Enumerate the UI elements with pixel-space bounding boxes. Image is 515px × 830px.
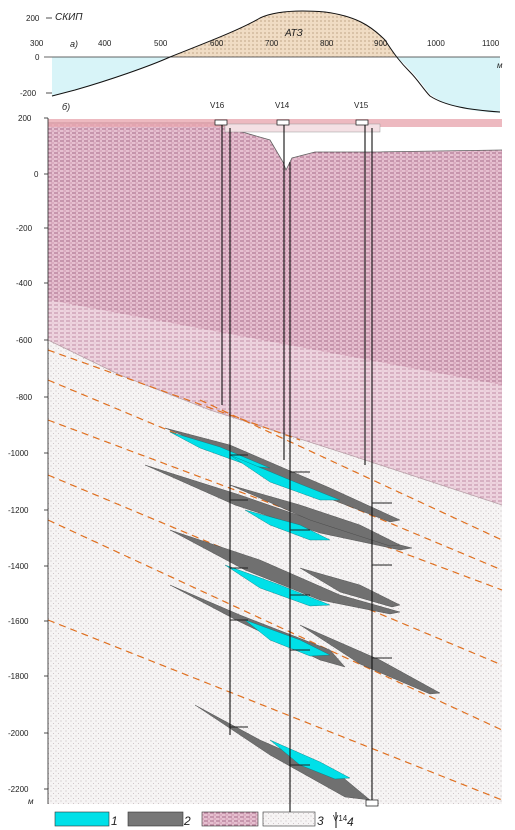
depth-tick: -1000 xyxy=(8,449,29,458)
depth-tick: -800 xyxy=(16,393,33,402)
depth-tick: 200 xyxy=(18,114,32,123)
wells xyxy=(221,122,373,815)
profile-xtick: 700 xyxy=(265,39,279,48)
section-panel: V16 V14 V15 б) 200 0 -200 -400 -600 -800… xyxy=(8,101,503,815)
profile-xtick: 900 xyxy=(374,39,388,48)
profile-panel-label: а) xyxy=(70,39,78,49)
legend-swatch-sediment xyxy=(201,811,259,827)
top-layer xyxy=(48,118,502,170)
profile-xtick: 1100 xyxy=(482,39,500,48)
legend-swatch-basement xyxy=(262,811,316,827)
section-panel-label: б) xyxy=(62,102,70,112)
cyan-bodies xyxy=(169,431,351,780)
depth-tick: -400 xyxy=(16,279,33,288)
profile-xtick: 800 xyxy=(320,39,334,48)
profile-title: СКИП xyxy=(55,12,83,23)
well-markers xyxy=(214,119,379,807)
depth-tick: 0 xyxy=(34,170,39,179)
profile-water-left xyxy=(52,57,170,96)
depth-tick-marks xyxy=(44,117,48,790)
surface-band xyxy=(48,119,502,127)
unconformity-line xyxy=(47,339,503,506)
section-unit-label: м xyxy=(28,797,34,806)
legend-number: 2 xyxy=(183,814,191,828)
well-label-v14: V14 xyxy=(275,101,290,110)
profile-unit-label: м xyxy=(497,61,503,70)
profile-ytick: 200 xyxy=(26,14,40,23)
depth-tick: -1200 xyxy=(8,506,29,515)
well-label-v16: V16 xyxy=(210,101,225,110)
profile-xtick: 1000 xyxy=(427,39,445,48)
legend: 1 2 3 V14 4 xyxy=(54,811,354,829)
depth-tick: -1800 xyxy=(8,672,29,681)
well-label-v15: V15 xyxy=(354,101,369,110)
legend-number: 3 xyxy=(317,814,324,828)
sediment-lower-band xyxy=(48,300,502,505)
depth-tick: -2000 xyxy=(8,729,29,738)
legend-number: 1 xyxy=(111,814,118,828)
legend-swatch-ore xyxy=(127,811,184,827)
depth-tick: -1600 xyxy=(8,617,29,626)
profile-ytick: -200 xyxy=(20,89,37,98)
legend-number: 4 xyxy=(347,815,354,829)
profile-curve xyxy=(51,10,501,113)
legend-well-label: V14 xyxy=(333,814,348,823)
depth-tick: -600 xyxy=(16,336,33,345)
intercept-ticks xyxy=(230,454,392,766)
profile-panel: 200 0 -200 300 400 500 600 700 800 900 1… xyxy=(20,10,503,113)
surface-hill xyxy=(224,123,381,133)
profile-water-right xyxy=(396,57,500,113)
profile-xtick: 400 xyxy=(98,39,112,48)
legend-swatch-cyan xyxy=(54,811,110,827)
profile-xtick: 300 xyxy=(30,39,44,48)
profile-xtick: 600 xyxy=(210,39,224,48)
profile-ytick: 0 xyxy=(35,53,40,62)
profile-xtick: 500 xyxy=(154,39,168,48)
depth-tick: -2200 xyxy=(8,785,29,794)
depth-tick: -200 xyxy=(16,224,33,233)
profile-hill xyxy=(170,11,396,57)
depth-tick: -1400 xyxy=(8,562,29,571)
profile-zone-label: АТЗ xyxy=(284,28,303,39)
